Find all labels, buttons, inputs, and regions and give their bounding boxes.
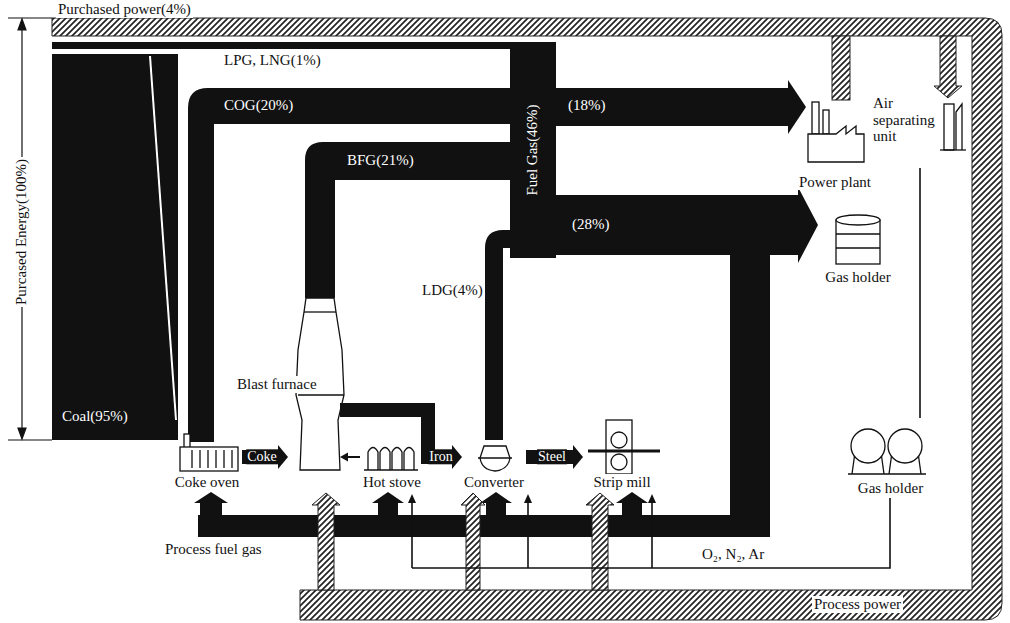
- equipment-node: Coke oven: [172, 440, 242, 490]
- flow-label: (18%): [566, 97, 608, 114]
- flow-label: BFG(21%): [345, 152, 416, 169]
- process-arrow: [242, 445, 288, 469]
- arrow-head: [573, 445, 583, 469]
- equipment-label: Converter: [463, 474, 525, 491]
- equipment-label: Air separating unit: [872, 95, 942, 145]
- flow-label: Purcased Energy(100%): [13, 157, 30, 307]
- process-arrow: [340, 410, 462, 469]
- equipment-node: Gas holder: [818, 205, 898, 285]
- process-arrow: [340, 453, 360, 462]
- equipment-node: Converter: [462, 440, 526, 490]
- equipment-label: Blast furnace: [236, 376, 318, 393]
- arrow-shaft: [919, 168, 921, 418]
- flow-label: O₂, N₂, Ar: [700, 546, 766, 563]
- arrow-head: [278, 445, 288, 469]
- equipment-label: Strip mill: [592, 474, 651, 491]
- equipment-node: Gas holder: [843, 418, 938, 496]
- flow-label: COG(20%): [222, 97, 295, 114]
- equipment-node: Blast furnace: [288, 290, 340, 475]
- arrow-shaft: [526, 450, 574, 464]
- equipment-label: Coke oven: [174, 474, 241, 491]
- process-arrow: [920, 168, 921, 418]
- equipment-node: Power plant: [797, 95, 873, 190]
- arrow-label: Coke: [246, 449, 278, 464]
- flow-label: Process power: [812, 596, 903, 613]
- equipment-label: Hot stove: [362, 474, 422, 491]
- arrow-label: Steel: [537, 449, 567, 464]
- equipment-label: Gas holder: [824, 269, 891, 286]
- flow-label: Process fuel gas: [163, 541, 264, 558]
- process-arrow: [526, 445, 583, 469]
- flow-label: LDG(4%): [420, 282, 485, 299]
- equipment-node: Strip mill: [583, 415, 661, 490]
- equipment-label: Power plant: [798, 174, 872, 191]
- flow-label: (28%): [570, 216, 612, 233]
- equipment-node: Air separating unit: [872, 95, 968, 168]
- equipment-node: Hot stove: [360, 440, 424, 490]
- flow-label: LPG, LNG(1%): [222, 52, 323, 69]
- arrow-shaft: [242, 450, 279, 464]
- arrow-shaft: [347, 456, 360, 458]
- flow-label: Purchased power(4%): [56, 1, 193, 18]
- arrow-head: [340, 453, 348, 462]
- flow-label: Coal(95%): [60, 408, 130, 425]
- arrow-label: Iron: [428, 449, 453, 464]
- flow-label: Fuel Gas(46%): [524, 102, 541, 197]
- equipment-label: Gas holder: [857, 480, 924, 497]
